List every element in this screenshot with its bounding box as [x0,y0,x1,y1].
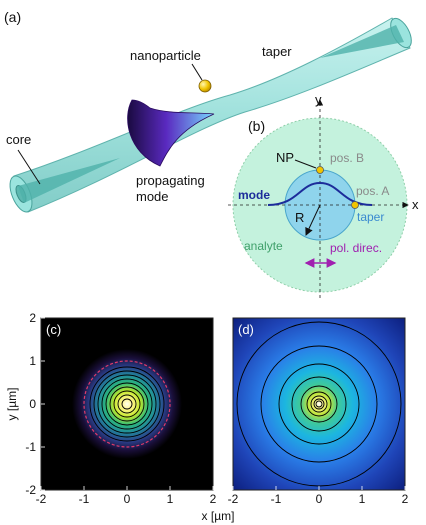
contour-ring-c [121,398,133,410]
contour-ring-d [306,391,332,417]
plot-c-x-tick: 0 [124,492,131,506]
panel-d-label: (d) [238,322,254,337]
np-pos-b [316,166,324,174]
propagating-label-line2: mode [136,189,169,204]
contour-ring-d [291,376,347,432]
mode-profile-curve [267,181,373,206]
plot-c-y-tick: 0 [29,397,36,411]
panel-b-label: (b) [248,118,265,134]
taper-label-b: taper [357,210,384,224]
mode-label: mode [238,188,270,202]
nanoparticle-pointer [191,63,203,81]
pos-a-label: pos. A [356,184,389,198]
plot-c-x-tick: 2 [210,492,217,506]
contour-ring-d [300,385,338,423]
contour-ring-c [89,366,165,442]
core-right [320,25,404,58]
plot-c-fiber-boundary [83,360,171,448]
contour-ring-c [97,374,157,434]
y-axis-label: y [315,92,322,107]
core-label: core [6,132,31,147]
plot-d-x-tick: 2 [402,492,409,506]
contour-ring-c [101,378,153,430]
plot-c-contours [89,366,165,442]
plot-c-field [72,349,182,459]
x-axis-label: x [412,197,419,212]
np-pointer [294,159,317,169]
contour-ring-d [315,400,323,408]
plot-d-x-tick: 0 [316,492,323,506]
plot-c-ticks: 2 1 0 -1 -2-2 -1 0 1 2 [25,311,216,506]
x-axis-title: x [µm] [202,509,235,523]
pos-b-label: pos. B [330,151,364,165]
radius-arrow [305,204,321,236]
propagating-label-line1: propagating [136,173,205,188]
taper-label: taper [262,44,292,59]
np-label: NP [276,150,294,165]
plot-c-y-tick: 1 [29,354,36,368]
contour-ring-c [117,394,137,414]
contour-ring-c [113,390,141,418]
panel-d: (d) -2 -1 0 1 2 [228,317,409,506]
plot-d-x-tick: -2 [228,492,239,506]
plot-c-y-tick: 2 [29,311,36,325]
contour-ring-c [105,382,149,426]
plot-d-field [233,318,405,490]
panel-c: (c) 2 1 0 -1 -2-2 -1 0 1 2 y [µm] [5,311,217,506]
panel-a-label: (a) [4,9,21,25]
contour-ring-c [109,386,145,422]
plot-c-y-tick: -2 [25,483,36,497]
plot-c-x-tick: -2 [36,492,47,506]
analyte-label: analyte [244,239,283,253]
nanoparticle [198,79,212,93]
np-pos-a [351,201,359,209]
plot-d-x-tick: 1 [359,492,366,506]
plot-d-x-tick: -1 [271,492,282,506]
panel-b: (b) x y mode NP pos. B pos. A taper R an… [228,92,419,298]
contour-ring-d [260,345,378,463]
contour-ring-d [278,363,360,445]
plot-d-ticks: -2 -1 0 1 2 [228,486,409,506]
nanoparticle-label: nanoparticle [130,48,201,63]
contour-ring-d [310,395,328,413]
contour-ring-c [93,370,161,438]
propagating-mode [127,99,215,167]
core-left [18,158,120,203]
core-pointer [17,149,41,185]
plot-c-y-tick: -1 [25,440,36,454]
radius-label: R [295,210,304,225]
contour-ring-d [313,398,325,410]
plot-c-x-tick: -1 [79,492,90,506]
y-axis-title: y [µm] [5,388,19,421]
panel-c-label: (c) [46,322,61,337]
pol-direc-label: pol. direc. [330,241,382,255]
plot-c-x-tick: 1 [167,492,174,506]
panel-a: (a) nanoparticle taper core propagating … [4,9,412,213]
